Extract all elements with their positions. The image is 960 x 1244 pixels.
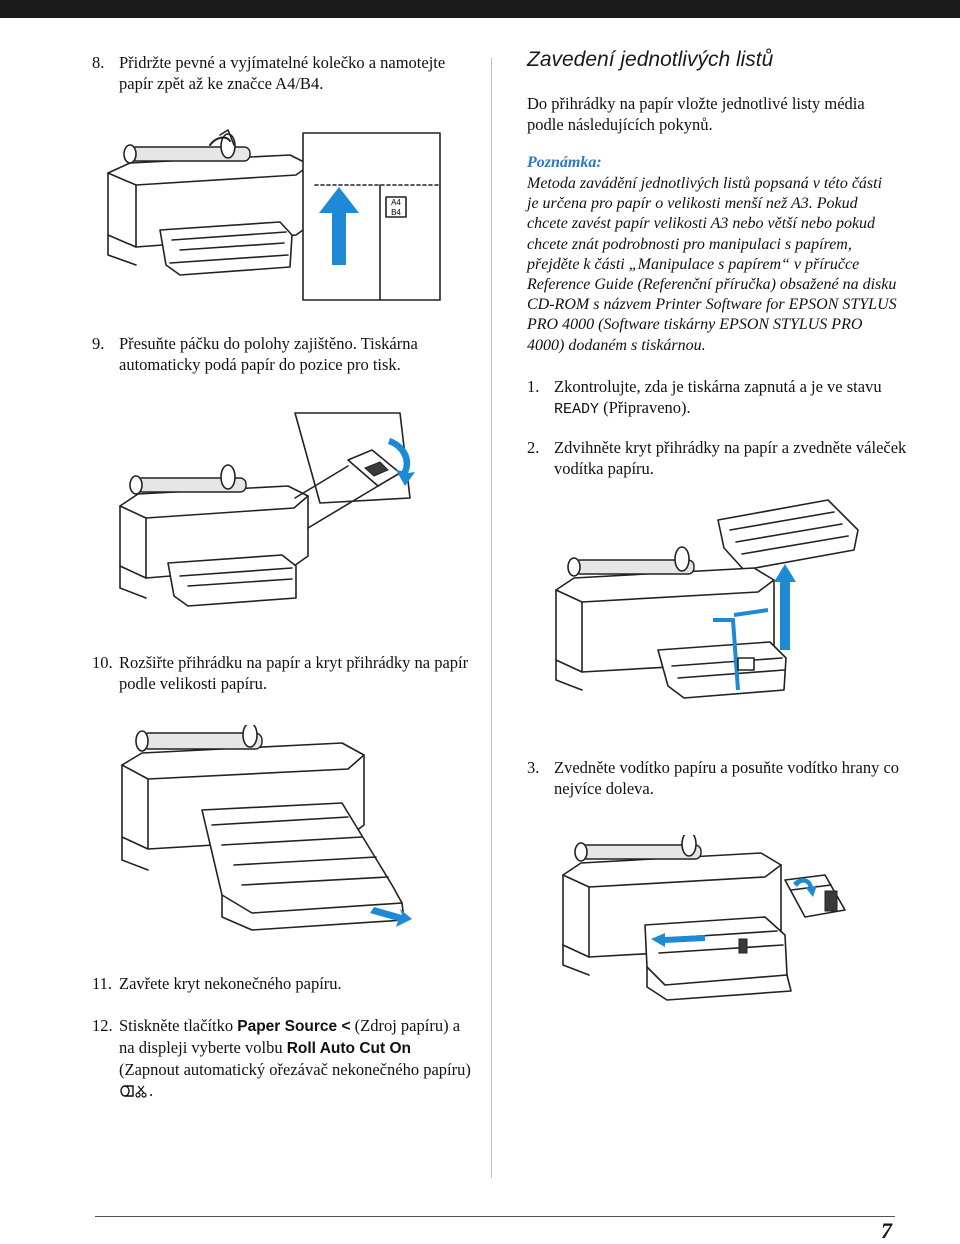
step-3: 3. Zvedněte vodítko papíru a posuňte vod… — [527, 757, 907, 799]
a4-mark-label: A4 — [391, 198, 401, 207]
paper-source-button-label: Paper Source < — [237, 1018, 351, 1035]
step-text: Zavřete kryt nekonečného papíru. — [119, 974, 342, 993]
top-bar — [0, 0, 960, 18]
step-text: Přesuňte páčku do polohy zajištěno. Tisk… — [119, 334, 418, 374]
step-number: 10. — [92, 653, 113, 672]
intro-text: Do přihrádky na papír vložte jednotlivé … — [527, 94, 865, 134]
printer-lever-illustration — [119, 412, 415, 607]
step-text-part: (Připraveno). — [599, 398, 691, 417]
note-title: Poznámka: — [527, 154, 602, 171]
step-10: 10. Rozšiřte přihrádku na papír a kryt p… — [92, 652, 472, 694]
page-number: 7 — [881, 1218, 892, 1243]
step-9: 9. Přesuňte páčku do polohy zajištěno. T… — [92, 333, 472, 375]
step-2: 2. Zdvihněte kryt přihrádky na papír a z… — [527, 437, 907, 479]
printer-raise-cover-illustration — [555, 499, 859, 699]
step-number: 2. — [527, 438, 540, 457]
step-number: 8. — [92, 53, 105, 72]
printer-paper-guide-illustration — [562, 835, 846, 1001]
step-number: 11. — [92, 974, 113, 993]
step-text: Přidržte pevné a vyjímatelné kolečko a n… — [119, 53, 446, 93]
step-text-part: . — [149, 1081, 154, 1100]
step-8: 8. Přidržte pevné a vyjímatelné kolečko … — [92, 52, 472, 94]
b4-mark-label: B4 — [391, 208, 401, 217]
step-11: 11. Zavřete kryt nekonečného papíru. — [92, 973, 472, 994]
step-number: 1. — [527, 377, 540, 396]
column-divider — [491, 58, 492, 1178]
rotate-arrow-icon — [209, 136, 231, 146]
step-text-part: (Zapnout automatický ořezávač nekonečnéh… — [119, 1060, 471, 1079]
printer-rewind-illustration: A4 B4 — [107, 129, 441, 301]
step-number: 3. — [527, 758, 540, 777]
step-text-part: Zkontrolujte, zda je tiskárna zapnutá a … — [554, 377, 882, 396]
ready-status-code: READY — [554, 401, 600, 418]
section-heading: Zavedení jednotlivých listů — [527, 48, 774, 71]
step-text: Zdvihněte kryt přihrádky na papír a zved… — [554, 438, 907, 478]
note-body: Metoda zavádění jednotlivých listů popsa… — [527, 175, 897, 354]
printer-extend-tray-illustration — [121, 725, 412, 931]
step-text-part: (Zdroj papíru) a na displeji vyberte vol… — [119, 1016, 461, 1057]
roll-auto-cut-option: Roll Auto Cut On — [286, 1040, 411, 1057]
step-number: 12. — [92, 1016, 113, 1035]
step-text: Zvedněte vodítko papíru a posuňte vodítk… — [554, 758, 900, 798]
step-text-part: Stiskněte tlačítko — [119, 1016, 238, 1035]
step-1: 1. Zkontrolujte, zda je tiskárna zapnutá… — [527, 376, 907, 420]
step-12: 12. Stiskněte tlačítko Paper Source < (Z… — [92, 1015, 472, 1101]
step-number: 9. — [92, 334, 105, 353]
step-text: Rozšiřte přihrádku na papír a kryt přihr… — [119, 653, 469, 693]
footer-rule — [95, 1216, 895, 1217]
roll-auto-cut-icon — [120, 1085, 147, 1098]
